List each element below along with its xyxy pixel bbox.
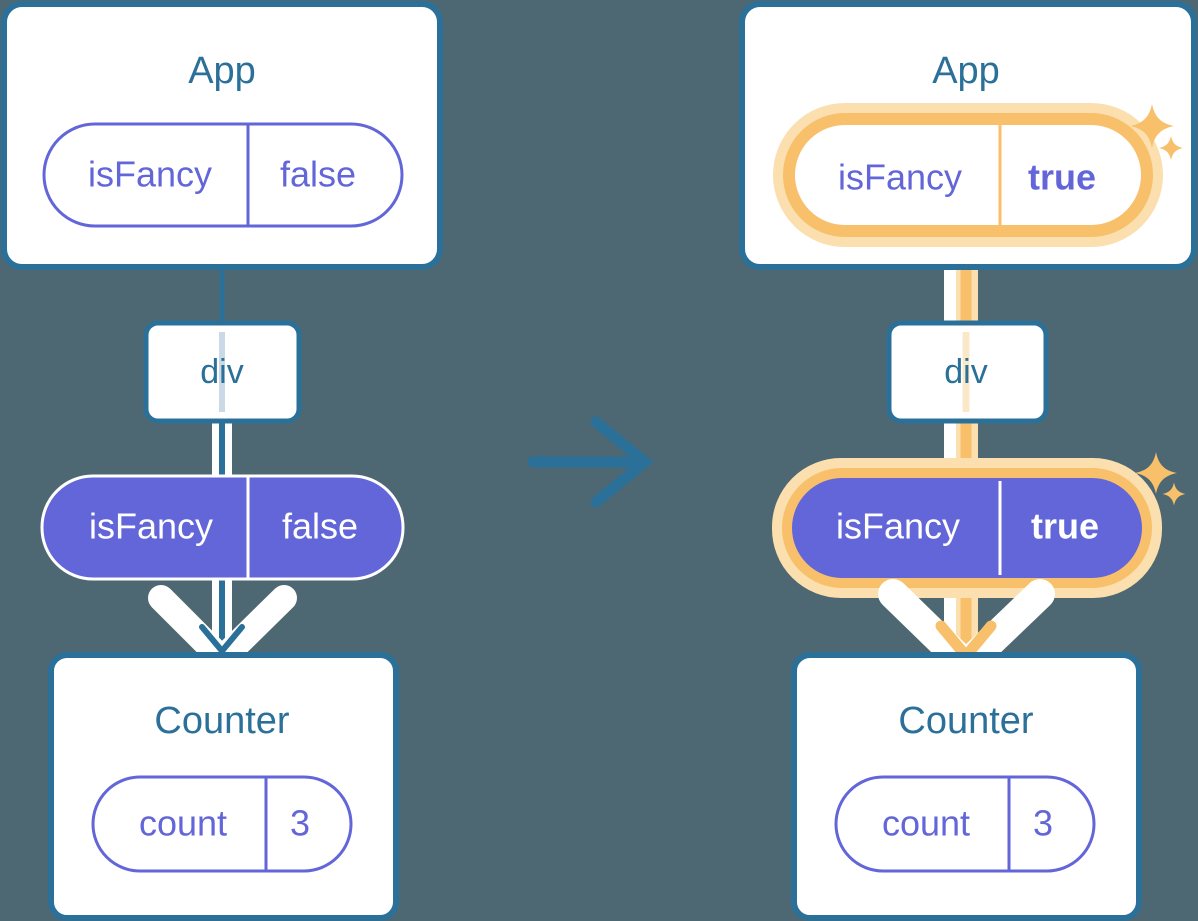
before-app-state-pill: isFancy false xyxy=(42,122,404,228)
before-prop-pill: isFancy false xyxy=(40,474,405,581)
before-counter-title: Counter xyxy=(154,700,290,742)
before-counter-state-pill-key: count xyxy=(139,803,227,844)
before-prop-pill-key: isFancy xyxy=(89,506,213,547)
before-app-state-pill-body xyxy=(42,122,404,228)
after-counter-state-pill: count 3 xyxy=(834,775,1096,873)
after-counter-state-pill-value: 3 xyxy=(1033,803,1053,844)
after-prop-pill-body xyxy=(782,468,1152,588)
before-group: App isFancy false div isFancy false xyxy=(1,1,443,921)
before-prop-pill-value: false xyxy=(282,506,358,547)
before-arrow-head xyxy=(199,624,245,654)
after-counter-state-pill-body xyxy=(834,775,1096,873)
after-app-state-pill-key: isFancy xyxy=(838,157,962,198)
before-prop-pill-body xyxy=(40,474,405,581)
after-prop-pill-value: true xyxy=(1031,506,1099,547)
after-prop-pill: isFancy true xyxy=(772,458,1162,598)
after-counter-title: Counter xyxy=(898,700,1034,742)
before-div-label: div xyxy=(200,353,243,391)
before-app-state-pill-value: false xyxy=(280,154,356,195)
after-app-state-pill-ring xyxy=(783,113,1153,237)
transition-arrow xyxy=(527,416,654,508)
after-div-label: div xyxy=(944,353,987,391)
after-app-state-pill-value: true xyxy=(1028,157,1096,198)
after-group: App isFancy true div xyxy=(739,1,1197,921)
sparkle-small-prop xyxy=(1162,482,1186,506)
before-app-state-pill-key: isFancy xyxy=(88,154,212,195)
before-app-title: App xyxy=(188,50,256,92)
before-counter-state-pill-body xyxy=(91,775,353,873)
before-counter-state-pill: count 3 xyxy=(91,775,353,873)
after-counter-state-pill-key: count xyxy=(882,803,970,844)
after-app-state-pill: isFancy true xyxy=(773,103,1163,247)
after-app-title: App xyxy=(932,50,1000,92)
after-prop-pill-key: isFancy xyxy=(836,506,960,547)
arrow-right-icon-head xyxy=(590,416,654,508)
before-counter-state-pill-value: 3 xyxy=(290,803,310,844)
